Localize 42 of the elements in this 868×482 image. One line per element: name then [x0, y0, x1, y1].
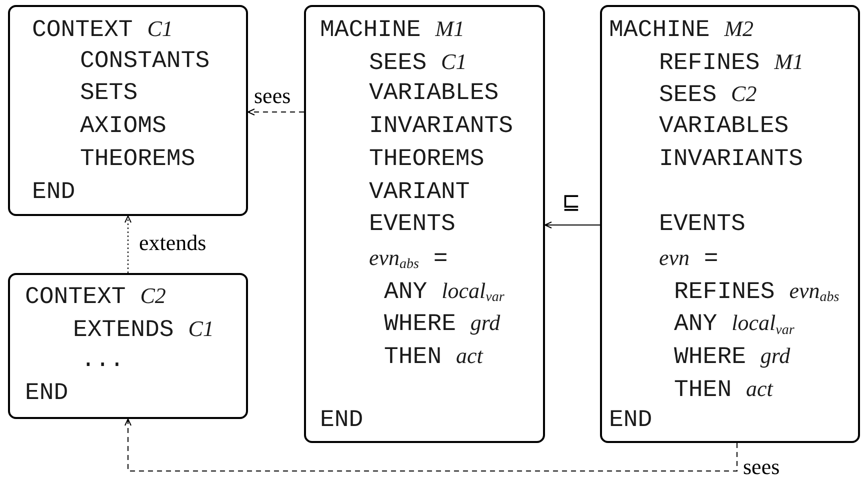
code-line: ANY local$_{var}$: [384, 276, 504, 308]
code-line: EXTENDS C1: [73, 314, 214, 346]
arrow: [544, 222, 600, 228]
code-line: CONTEXT C1: [32, 15, 173, 46]
code-line: AXIOMS: [80, 112, 166, 142]
code-line: REFINES M1: [659, 48, 804, 79]
code-line: EVENTS: [659, 210, 746, 240]
code-line: END: [25, 379, 68, 410]
arrow: [248, 108, 304, 116]
code-line: ANY local$_{var}$: [674, 309, 794, 340]
code-line: END: [320, 406, 364, 436]
code-line: THEN act: [674, 374, 773, 406]
code-line: REFINES evn$_{abs}$: [674, 276, 840, 308]
code-box: [8, 273, 248, 419]
code-line: EVENTS: [369, 210, 456, 240]
code-line: WHERE grd: [674, 342, 790, 373]
code-line: SEES C1: [369, 48, 467, 79]
code-line: THEN act: [384, 342, 483, 373]
code-line: MACHINE M1: [320, 15, 465, 46]
code-line: SETS: [80, 79, 138, 110]
code-line: VARIABLES: [369, 79, 499, 110]
code-line: THEOREMS: [80, 144, 196, 175]
code-line: SEES C2: [659, 80, 757, 112]
code-box: [600, 5, 860, 443]
code-box: [304, 5, 545, 443]
code-line: INVARIANTS: [369, 112, 514, 142]
code-line: WHERE grd: [384, 309, 500, 340]
arrow: [124, 418, 738, 472]
code-line: END: [609, 406, 652, 436]
code-line: VARIANT: [369, 178, 470, 208]
code-line: MACHINE M2: [609, 15, 754, 46]
code-line: evn =: [659, 244, 718, 275]
arrow: [124, 216, 132, 274]
code-line: CONSTANTS: [80, 46, 210, 77]
code-line: ...: [81, 346, 124, 376]
code-line: END: [32, 178, 76, 208]
code-box: [8, 5, 248, 216]
code-line: THEOREMS: [369, 144, 484, 175]
code-line: evn$_{abs}$ =: [369, 244, 448, 275]
code-line: CONTEXT C2: [25, 282, 166, 313]
code-line: VARIABLES: [659, 112, 789, 142]
code-line: INVARIANTS: [659, 144, 804, 175]
